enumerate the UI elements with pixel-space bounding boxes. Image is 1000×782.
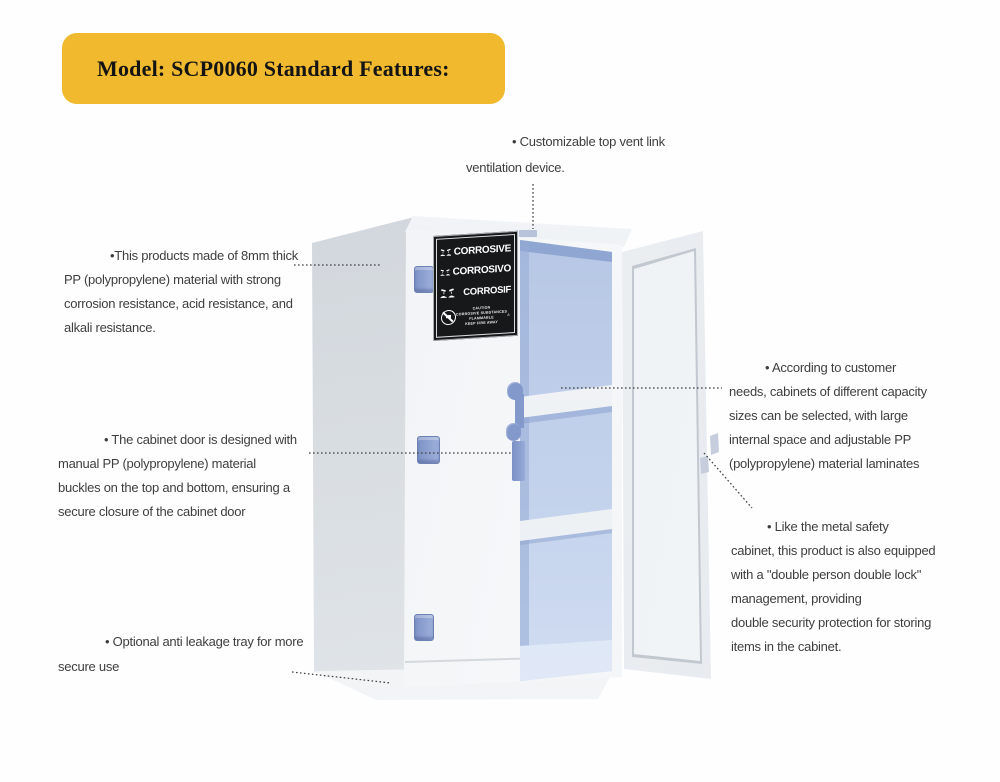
top-vent-device [519,230,537,237]
callout-line: cabinet, this product is also equipped [731,543,936,558]
callout-capacity: • According to customer needs, cabinets … [729,356,927,476]
callout-line: (polypropylene) material laminates [729,456,920,471]
callout-line: • The cabinet door is designed with [104,432,297,447]
callout-line: sizes can be selected, with large [729,408,908,423]
callout-door-buckles: • The cabinet door is designed with manu… [58,428,297,524]
door-handle-bottom [506,423,521,441]
callout-line: • Optional anti leakage tray for more [105,634,304,649]
leader-leak-tray [291,671,392,684]
hazard-row-en: CORROSIVE [440,241,511,260]
callout-line: buckles on the top and bottom, ensuring … [58,480,290,495]
callout-line: alkali resistance. [64,320,156,335]
model-title: Model: SCP0060 Standard Features: [97,55,450,81]
callout-line: double security protection for storing [731,615,932,630]
door-handle-top [507,382,523,400]
corrosive-pictogram-icon [440,248,452,257]
hazard-row-es: CORROSIVO [440,262,511,281]
callout-leak-tray: • Optional anti leakage tray for more se… [58,629,304,679]
callout-line: secure use [58,659,120,674]
callout-line: •This products made of 8mm thick [110,248,299,263]
callout-line: • Like the metal safety [767,519,889,534]
door-handle-stem [515,394,524,428]
callout-line: items in the cabinet. [731,639,842,654]
callout-line: ventilation device. [466,160,565,175]
callout-line: • Customizable top vent link [512,134,665,149]
hazard-label-frame: CORROSIVE CORROSIVO CORROSIF CAUTION COR… [436,233,515,338]
callout-top-vent: • Customizable top vent link ventilation… [466,129,665,181]
door-buckle-strip [512,441,525,481]
model-title-banner: Model: SCP0060 Standard Features: [62,33,505,104]
callout-line: secure closure of the cabinet door [58,504,246,519]
callout-line: corrosion resistance, acid resistance, a… [64,296,293,311]
corrosive-pictogram-icon [440,269,450,277]
callout-line: internal space and adjustable PP [729,432,912,447]
callout-line: needs, cabinets of different capacity [729,384,927,399]
callout-material: •This products made of 8mm thick PP (pol… [64,244,298,340]
door-hinge-bottom [414,614,434,641]
callout-line: PP (polypropylene) material with strong [64,272,281,287]
hazard-caution-row: CAUTION CORROSIVE SUBSTANCES FLAMMABLE K… [440,302,511,330]
callout-line: with a "double person double lock" [731,567,922,582]
callout-line: management, providing [731,591,862,606]
leader-double-lock [703,452,753,509]
callout-line: manual PP (polypropylene) material [58,456,256,471]
hazard-label: CORROSIVE CORROSIVO CORROSIF CAUTION COR… [433,230,518,341]
callout-line: • According to customer [765,360,897,375]
hazard-row-fr: CORROSIF [440,282,511,301]
callout-double-lock: • Like the metal safety cabinet, this pr… [731,515,936,659]
corrosive-pictogram-icon [440,288,455,298]
door-hinge-middle [417,436,440,464]
warning-triangle-icon [507,313,510,316]
